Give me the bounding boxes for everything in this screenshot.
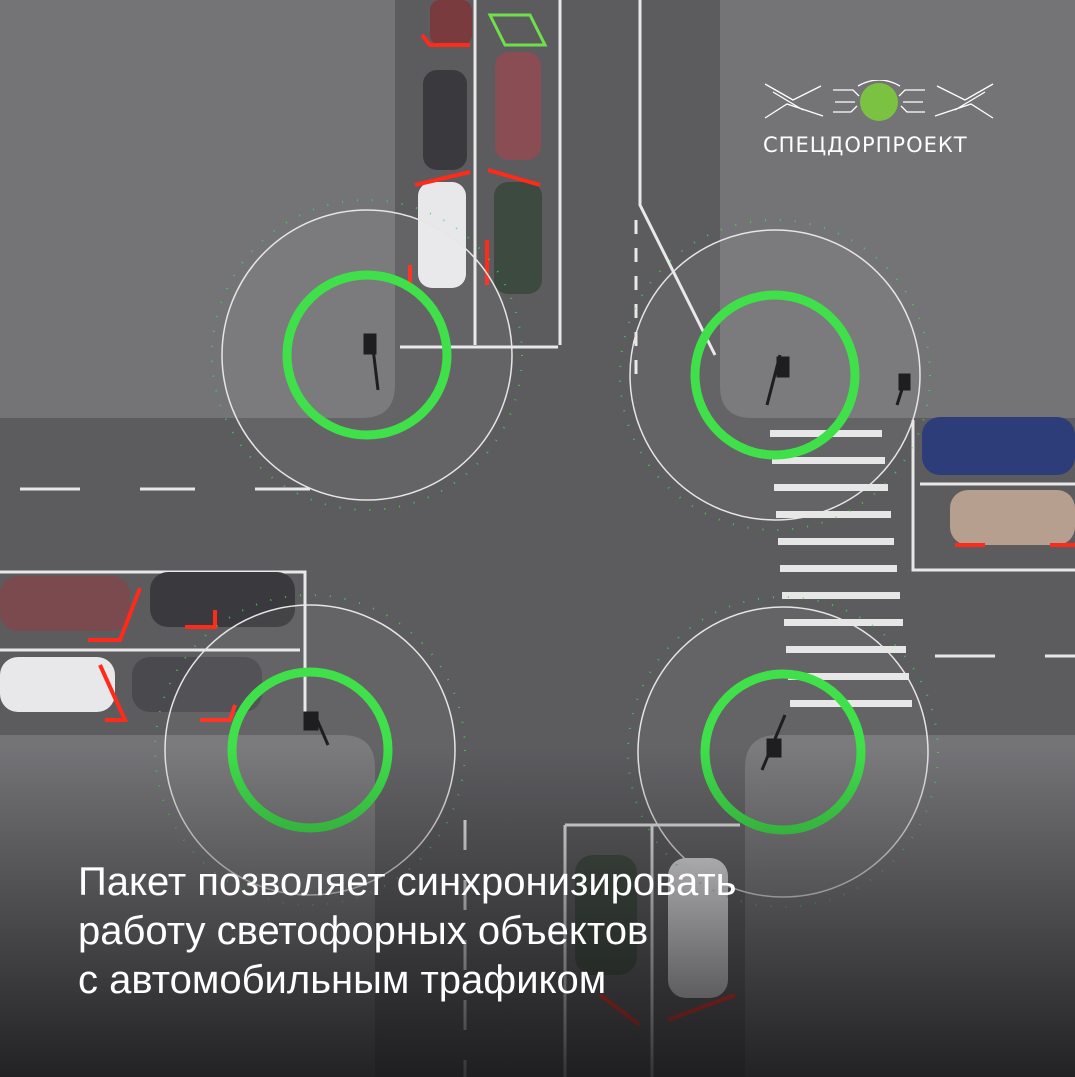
caption-line: работу светофорных объектов	[78, 909, 649, 953]
sensor-ring	[282, 270, 452, 440]
car	[150, 572, 295, 627]
circuit-emblem-icon	[764, 79, 994, 121]
car	[950, 490, 1075, 545]
bottom-gradient	[0, 747, 1075, 1077]
car	[922, 417, 1075, 475]
car	[418, 182, 466, 288]
caption-line: Пакет позволяет синхронизировать	[78, 860, 737, 904]
car	[423, 70, 467, 170]
car	[494, 182, 542, 294]
car	[430, 0, 472, 45]
traffic-lights	[303, 333, 911, 771]
caption: Пакет позволяет синхронизировать работу …	[78, 858, 736, 1005]
logo-name: СПЕЦДОРПРОЕКТ	[763, 133, 968, 157]
car	[132, 657, 262, 712]
sensor-ring	[690, 290, 860, 460]
car	[0, 576, 130, 631]
free-parking-marker	[487, 13, 548, 47]
car	[495, 52, 541, 160]
caption-line: с автомобильным трафиком	[78, 958, 607, 1002]
company-logo: СПЕЦДОРПРОЕКТ	[763, 79, 995, 157]
car	[0, 657, 115, 712]
